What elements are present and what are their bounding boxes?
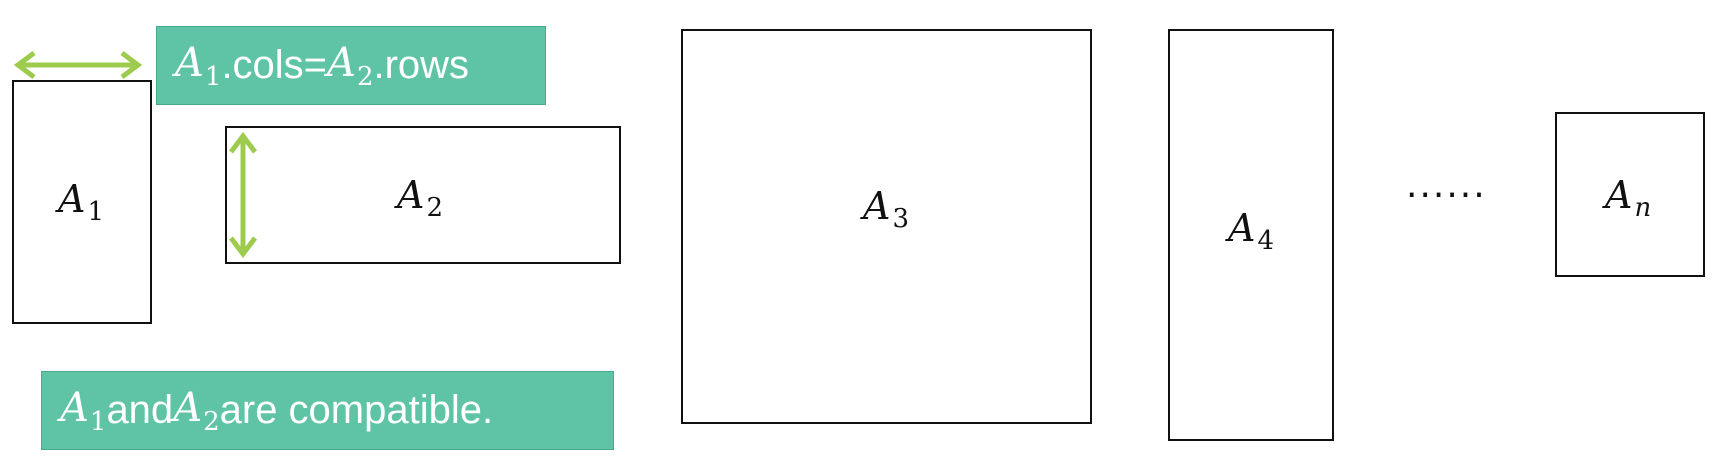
callout-cols-text: .cols= [221, 43, 328, 87]
callout-compatible-text: are compatible. [219, 388, 494, 432]
matrix-a2: A2 [225, 126, 621, 264]
matrix-a1-label: A1 [58, 177, 104, 227]
matrix-a3-label: A3 [863, 184, 909, 234]
callout-rows-text: .rows [373, 43, 470, 87]
cols-equals-rows-callout: A1.cols=A2.rows [156, 26, 546, 105]
callout-and-text: and [106, 388, 174, 432]
callout-var-a1: A1 [175, 39, 222, 92]
horizontal-double-arrow-icon [13, 51, 143, 79]
callout-var-a2-bottom: A2 [173, 384, 220, 437]
vertical-double-arrow-icon [229, 131, 257, 259]
matrix-a4-label: A4 [1228, 206, 1274, 256]
matrix-a2-label: A2 [397, 173, 443, 223]
matrix-a3: A3 [681, 29, 1092, 424]
matrix-an: An [1555, 112, 1705, 277]
matrix-an-label: An [1605, 173, 1652, 223]
matrix-a1: A1 [12, 80, 152, 324]
callout-var-a2: A2 [327, 39, 374, 92]
ellipsis: ...... [1406, 165, 1487, 206]
matrix-a4: A4 [1168, 29, 1334, 441]
callout-var-a1-bottom: A1 [60, 384, 107, 437]
